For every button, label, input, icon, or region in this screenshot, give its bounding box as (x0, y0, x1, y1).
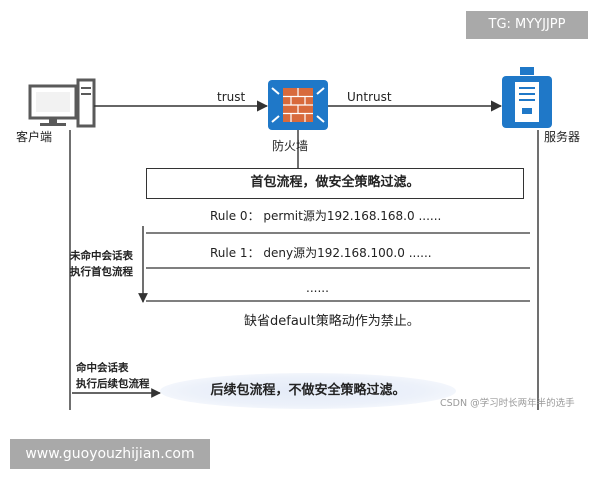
rule-1: Rule 1： deny源为192.168.100.0 ...... (210, 246, 432, 260)
session-miss-line-2: 执行首包流程 (70, 266, 133, 278)
server-label: 服务器 (544, 130, 581, 144)
session-hit-line-1: 命中会话表 (76, 362, 129, 374)
rule-0: Rule 0： permit源为192.168.168.0 ...... (210, 209, 442, 223)
watermark-site: www.guoyouzhijian.com (10, 439, 210, 469)
first-packet-title: 首包流程，做安全策略过滤。 (146, 168, 524, 199)
rule-ellipsis: ...... (306, 281, 329, 295)
default-policy-text: 缺省default策略动作为禁止。 (244, 314, 420, 329)
firewall-label: 防火墙 (272, 139, 309, 153)
firewall-icon (268, 80, 328, 130)
session-hit-line-2: 执行后续包流程 (76, 378, 150, 390)
session-miss-line-1: 未命中会话表 (70, 250, 133, 262)
trust-zone-label: trust (217, 90, 246, 104)
server-icon (502, 67, 552, 128)
follow-packet-highlight (160, 373, 456, 409)
watermark-tg: TG: MYYJJPP (466, 11, 588, 39)
session-miss-label: 未命中会话表 执行首包流程 (70, 248, 133, 280)
follow-packet-title: 后续包流程，不做安全策略过滤。 (210, 383, 406, 398)
session-hit-label: 命中会话表 执行后续包流程 (76, 360, 150, 392)
computer-icon (28, 78, 96, 128)
client-label: 客户端 (16, 130, 53, 144)
csdn-credit: CSDN @学习时长两年半的选手 (440, 398, 575, 409)
untrust-zone-label: Untrust (347, 90, 392, 104)
